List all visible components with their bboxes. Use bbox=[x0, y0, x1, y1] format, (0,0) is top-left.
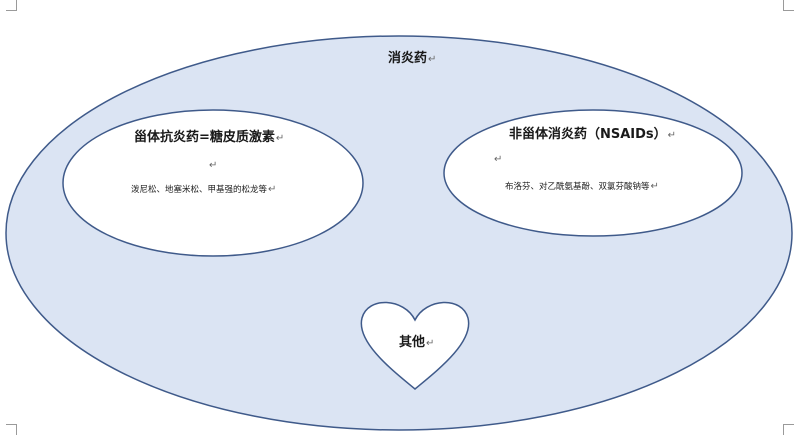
heart-shape bbox=[360, 301, 470, 390]
paragraph-mark: ↵ bbox=[426, 338, 435, 349]
paragraph-mark: ↵ bbox=[428, 54, 437, 65]
crop-mark-bottom-right bbox=[783, 424, 794, 435]
crop-mark-bottom-left bbox=[6, 424, 17, 435]
crop-mark-top-right bbox=[783, 0, 794, 11]
heart-label: 其他↵ bbox=[399, 335, 435, 350]
paragraph-mark: ↵ bbox=[268, 184, 277, 195]
right-examples: 布洛芬、对乙酰氨基酚、双氯芬酸钠等↵ bbox=[505, 181, 659, 192]
outer-title: 消炎药↵ bbox=[388, 51, 437, 66]
left-title: 甾体抗炎药=糖皮质激素↵ bbox=[134, 130, 285, 145]
left-ellipse bbox=[62, 109, 364, 257]
paragraph-mark: ↵ bbox=[667, 130, 677, 141]
right-empty-paragraph-mark: ↵ bbox=[494, 154, 503, 165]
left-examples: 泼尼松、地塞米松、甲基强的松龙等↵ bbox=[131, 184, 277, 195]
right-title: 非甾体消炎药（NSAIDs）↵ bbox=[509, 127, 677, 142]
left-empty-paragraph-mark: ↵ bbox=[209, 160, 218, 171]
crop-mark-top-left bbox=[6, 0, 17, 11]
paragraph-mark: ↵ bbox=[275, 133, 285, 144]
paragraph-mark: ↵ bbox=[650, 181, 659, 192]
right-ellipse bbox=[443, 109, 743, 237]
